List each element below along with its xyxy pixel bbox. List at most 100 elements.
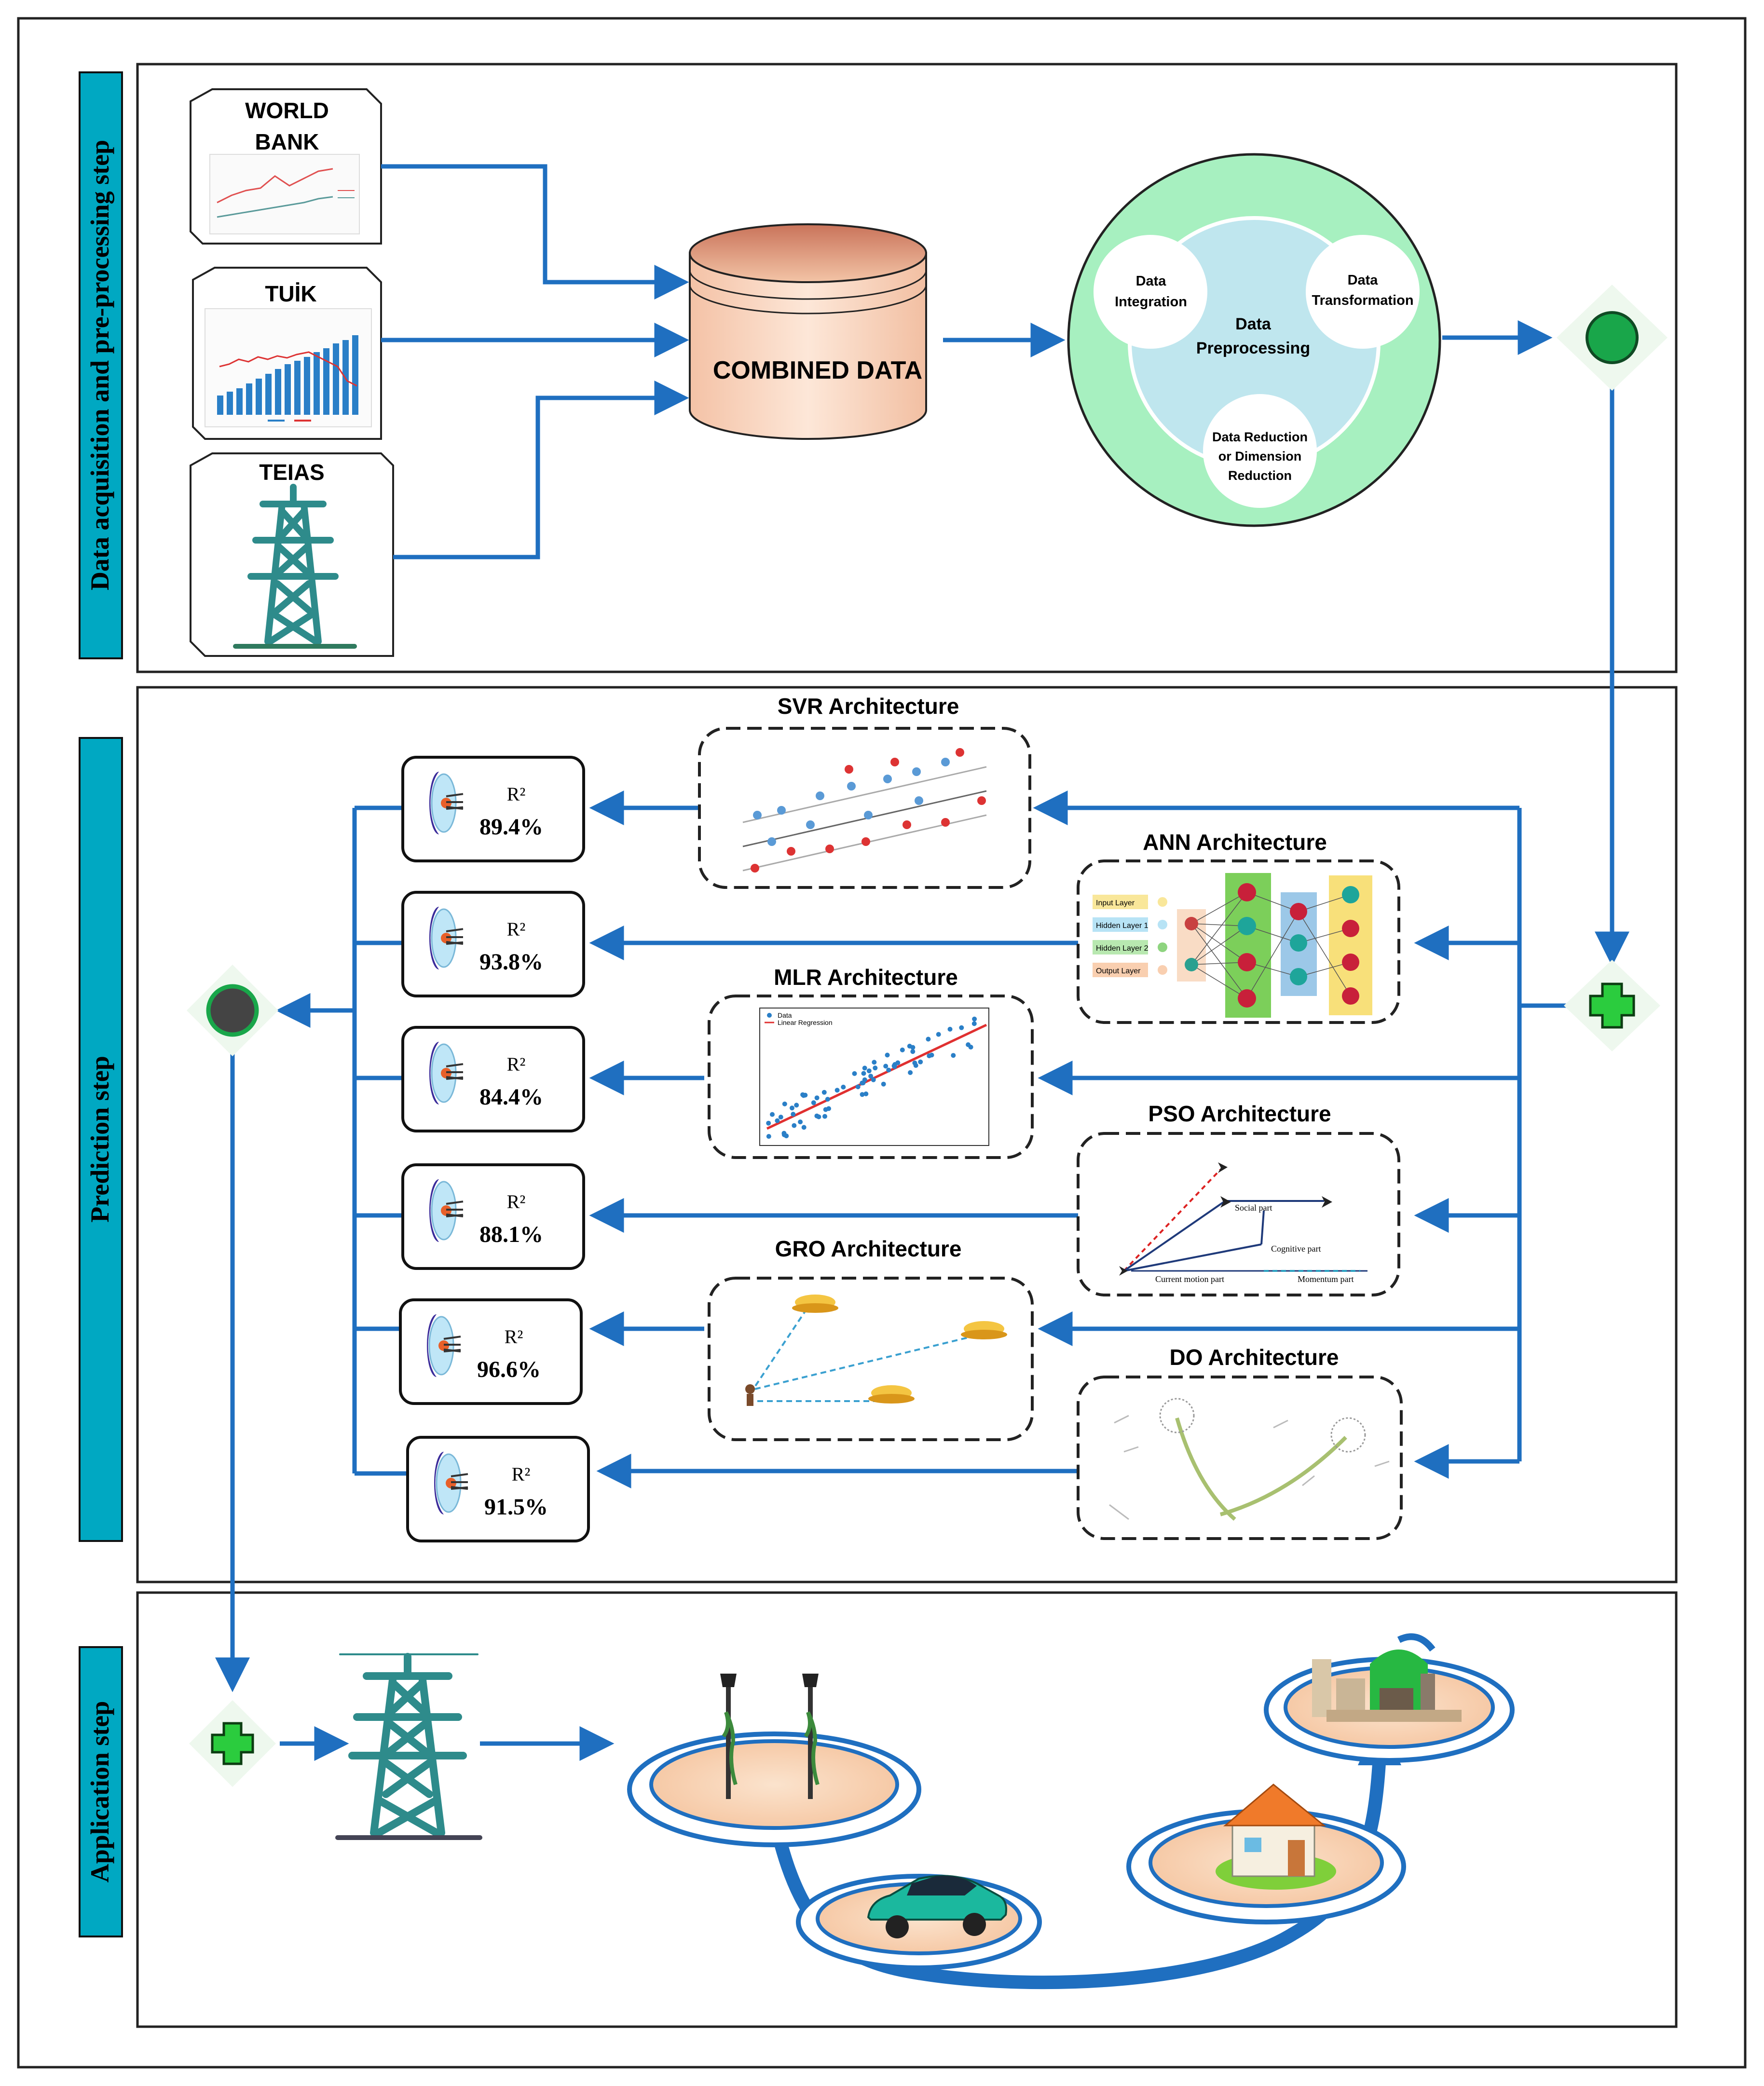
- panel-prediction: [136, 686, 1678, 1583]
- transmission-tower-icon: [233, 484, 357, 649]
- r2-label: R²: [505, 1326, 523, 1348]
- mlr-scatter-point: [801, 1125, 807, 1130]
- mlr-scatter-point: [913, 1063, 918, 1068]
- integration-line-2: Integration: [1115, 294, 1187, 310]
- mlr-scatter-point: [866, 1068, 872, 1074]
- world-bank-label-1: WORLD: [245, 98, 329, 123]
- pso-title: PSO Architecture: [1148, 1101, 1331, 1126]
- mlr-scatter-point: [775, 1118, 780, 1123]
- mlr-scatter-point: [860, 1092, 865, 1097]
- tuik-label: TUİK: [265, 281, 316, 306]
- mlr-scatter-point: [860, 1080, 865, 1086]
- mlr-scatter-point: [951, 1053, 956, 1058]
- mlr-scatter-point: [784, 1133, 789, 1139]
- mlr-scatter-point: [871, 1077, 876, 1082]
- ann-title: ANN Architecture: [1143, 830, 1327, 855]
- flow-node-output: [187, 965, 278, 1056]
- mlr-scatter-point: [792, 1123, 797, 1128]
- tuik-chart-thumbnail: [205, 308, 372, 427]
- house-icon: [1223, 1784, 1326, 1877]
- flow-node-plus-prediction: [1564, 960, 1660, 1051]
- street-lamp-icon: [720, 1674, 738, 1799]
- svr-architecture: SVR Architecture: [698, 694, 1031, 889]
- source-tuik: TUİK: [192, 267, 382, 440]
- target-icon: [427, 1314, 461, 1377]
- mlr-scatter-point: [822, 1114, 827, 1119]
- step-label-acquisition: Data acquisition and pre-processing step: [85, 140, 114, 590]
- r2-value: 93.8%: [479, 949, 543, 975]
- mlr-scatter-point: [778, 1115, 783, 1120]
- mlr-scatter-point: [959, 1025, 964, 1030]
- mlr-scatter-point: [814, 1095, 820, 1101]
- panel-acquisition: [136, 63, 1678, 673]
- platform-house: [1126, 1784, 1406, 1924]
- gro-title: GRO Architecture: [775, 1236, 962, 1261]
- step-label-application: Application step: [85, 1701, 114, 1883]
- combined-data-label: COMBINED DATA: [713, 356, 922, 384]
- panel-application: [136, 1591, 1678, 2028]
- mlr-scatter-point: [892, 1064, 897, 1069]
- prediction-arrows: [215, 791, 1570, 1692]
- step-bar-application: Application step: [79, 1646, 123, 1937]
- r2-label: R²: [507, 783, 526, 805]
- mlr-scatter-point: [825, 1097, 830, 1102]
- svr-plot: [742, 748, 987, 873]
- mlr-scatter-point: [868, 1074, 874, 1079]
- mlr-scatter-point: [800, 1092, 806, 1097]
- target-icon: [429, 1042, 464, 1104]
- reduction-line-1: Data Reduction: [1212, 430, 1308, 444]
- mlr-scatter-point: [798, 1119, 803, 1125]
- application-tower-icon: [335, 1653, 482, 1840]
- source-teias: TEIAS: [190, 452, 394, 657]
- mlr-scatter-point: [834, 1088, 840, 1093]
- r2-value: 84.4%: [479, 1084, 543, 1110]
- mlr-legend-regression: Linear Regression: [778, 1019, 833, 1026]
- mlr-scatter-point: [926, 1036, 931, 1042]
- mlr-title: MLR Architecture: [774, 965, 958, 990]
- reduction-line-3: Reduction: [1228, 468, 1292, 483]
- target-icon: [429, 772, 464, 834]
- mlr-scatter-point: [841, 1084, 846, 1090]
- mlr-scatter-point: [971, 1021, 977, 1026]
- outer-frame: [17, 17, 1747, 2069]
- platform-industry: [1264, 1633, 1515, 1763]
- pso-architecture: PSO Architecture Social part Cognitive p…: [1077, 1101, 1400, 1296]
- pso-diagram: Social part Cognitive part Current motio…: [1119, 1162, 1367, 1284]
- mlr-scatter-point: [918, 1059, 923, 1064]
- mlr-scatter-point: [862, 1077, 867, 1082]
- mlr-scatter-point: [881, 1081, 886, 1087]
- car-icon: [867, 1875, 1007, 1938]
- mlr-scatter-point: [855, 1084, 861, 1090]
- ann-legend-input: Input Layer: [1096, 899, 1135, 907]
- do-title: DO Architecture: [1169, 1345, 1339, 1370]
- step-bar-acquisition: Data acquisition and pre-processing step: [79, 71, 123, 659]
- source-world-bank: WORLD BANK: [190, 88, 382, 245]
- mlr-scatter-point: [794, 1103, 799, 1108]
- ann-legend-hidden2: Hidden Layer 2: [1096, 944, 1149, 953]
- target-icon: [429, 1179, 464, 1242]
- mlr-scatter-point: [782, 1101, 787, 1106]
- street-lamp-icon: [802, 1674, 820, 1799]
- preprocessing-center-2: Preprocessing: [1196, 339, 1310, 357]
- flow-node-green: [1557, 285, 1668, 391]
- mlr-scatter-point: [823, 1107, 828, 1112]
- pso-label-momentum: Momentum part: [1298, 1274, 1354, 1284]
- svr-title: SVR Architecture: [778, 694, 959, 719]
- mlr-scatter-point: [766, 1120, 771, 1126]
- mlr-scatter-point: [895, 1060, 901, 1065]
- r2-value: 91.5%: [484, 1494, 548, 1520]
- world-bank-chart-thumbnail: [209, 154, 360, 234]
- mlr-scatter-point: [791, 1112, 796, 1117]
- ann-architecture: ANN Architecture Input Layer Hidden Laye…: [1077, 830, 1400, 1024]
- mlr-scatter-point: [770, 1112, 775, 1117]
- mlr-scatter-point: [811, 1100, 816, 1105]
- mlr-scatter-point: [863, 1091, 869, 1096]
- mlr-scatter-point: [972, 1016, 977, 1022]
- mlr-legend-data: Data: [778, 1011, 792, 1019]
